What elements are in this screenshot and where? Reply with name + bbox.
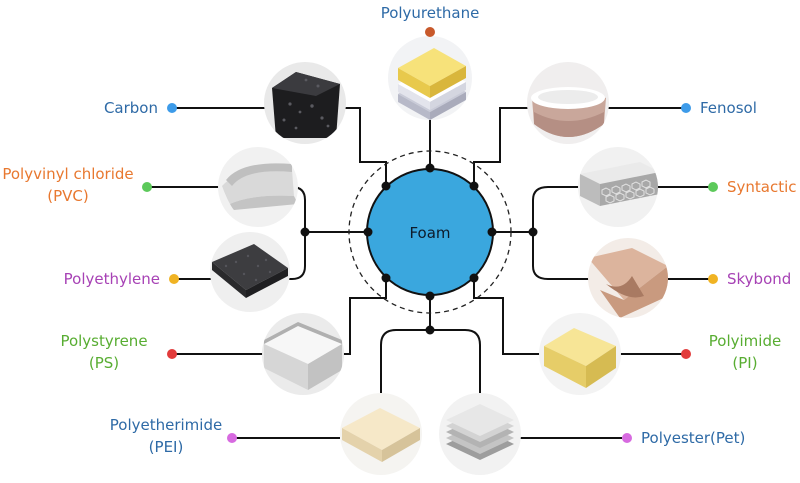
label-carbon: Carbon <box>104 99 158 117</box>
dot-polystyrene <box>167 349 177 359</box>
polystyrene-white-block-icon <box>262 313 344 395</box>
connector-polyethylene <box>176 232 306 280</box>
label-polyimide-line1: Polyimide <box>709 332 781 350</box>
label-polystyrene-line2: (PS) <box>89 354 119 372</box>
carbon-foam-black-icon <box>264 62 346 144</box>
label-syntactic: Syntactic <box>727 178 797 196</box>
pvc-foam-sheet-icon <box>218 147 298 227</box>
label-polyurethane: Polyurethane <box>381 4 480 22</box>
hub-junction-dots <box>300 163 538 335</box>
label-pvc-line1: Polyvinyl chloride <box>2 165 133 183</box>
dot-pet <box>622 433 632 443</box>
syntactic-honeycomb-panel-icon <box>578 147 658 227</box>
label-pet: Polyester(Pet) <box>641 429 745 447</box>
label-pei-line1: Polyetherimide <box>110 416 222 434</box>
skybond-tan-foam-icon <box>588 238 668 318</box>
label-pvc-line2: (PVC) <box>47 187 88 205</box>
end-dots <box>142 27 718 443</box>
foam-hub: Foam <box>300 150 538 335</box>
label-polyethylene: Polyethylene <box>64 270 160 288</box>
hub-dashed-ring <box>348 150 512 314</box>
dot-polyurethane <box>425 27 435 37</box>
dot-fenosol <box>681 103 691 113</box>
dot-carbon <box>167 103 177 113</box>
label-polyimide-line2: (PI) <box>732 354 757 372</box>
fenosol-foam-bowl-icon <box>527 62 609 144</box>
dot-pei <box>227 433 237 443</box>
label-polystyrene-line1: Polystyrene <box>60 332 147 350</box>
foam-block-yellow-white-icon <box>388 36 472 120</box>
dot-skybond <box>708 274 718 284</box>
connector-syntactic <box>532 186 713 232</box>
connector-pet <box>430 329 622 439</box>
dot-syntactic <box>708 182 718 192</box>
label-pei-line2: (PEI) <box>149 438 184 456</box>
label-skybond: Skybond <box>727 270 791 288</box>
material-labels: Polyurethane Carbon Fenosol Polyvinyl ch… <box>2 4 796 456</box>
pei-cream-block-icon <box>340 393 422 475</box>
connector-pei <box>232 329 430 439</box>
dot-polyethylene <box>169 274 179 284</box>
polyimide-yellow-block-icon <box>539 313 621 395</box>
hub-label: Foam <box>409 224 450 242</box>
dot-pvc <box>142 182 152 192</box>
polyethylene-foam-dark-icon <box>210 232 290 312</box>
connector-skybond <box>532 232 713 280</box>
dot-polyimide <box>681 349 691 359</box>
label-fenosol: Fenosol <box>700 99 757 117</box>
pet-stacked-sheets-icon <box>439 393 521 475</box>
